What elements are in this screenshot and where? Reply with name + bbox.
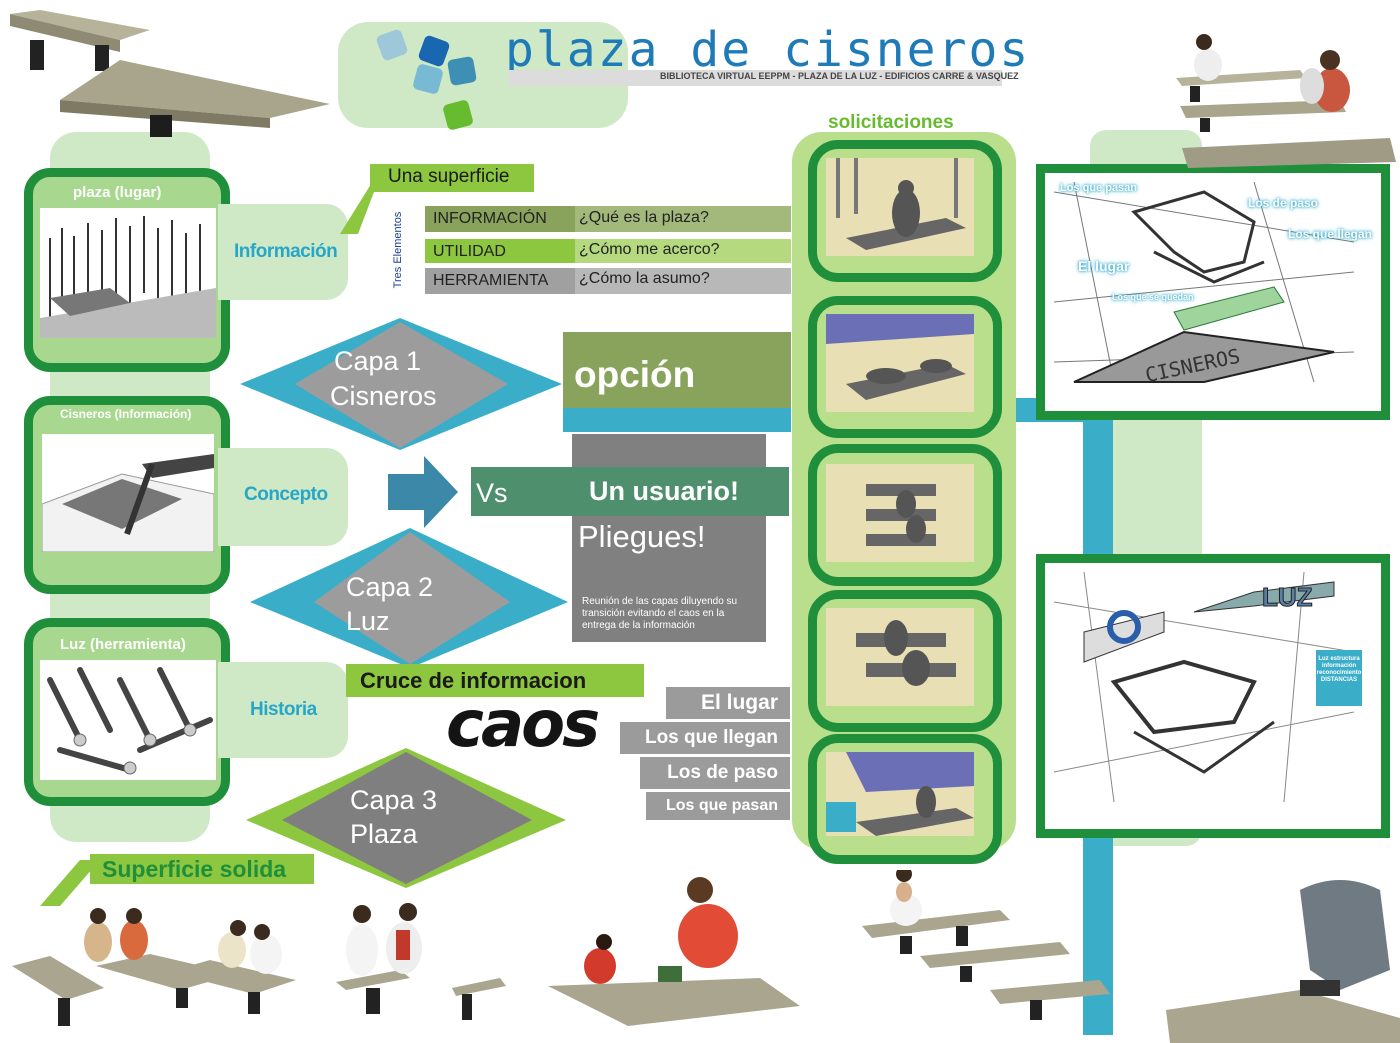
tres-row-utilidad: UTILIDAD ¿Cómo me acerco? bbox=[425, 239, 791, 263]
solicitacion-image-3 bbox=[826, 464, 974, 562]
capa1-line1: Capa 1 bbox=[334, 346, 422, 376]
opcion-label: opción bbox=[574, 354, 696, 395]
cruce-label: Cruce de informacion bbox=[360, 668, 587, 693]
arrow-right-icon bbox=[388, 456, 458, 528]
sketch-tag-los-que-pasan: Los que pasan bbox=[1060, 182, 1138, 194]
panel-plaza-image bbox=[40, 208, 216, 338]
usuario-label: Un usuario! bbox=[589, 476, 740, 506]
sketch-tag-los-que-se-quedan: Los que se quedan bbox=[1112, 292, 1194, 302]
panel-plaza-label: plaza (lugar) bbox=[73, 184, 162, 201]
reunion-text: Reunión de las capas diluyendo su transi… bbox=[582, 596, 738, 631]
tab-historia[interactable]: Historia bbox=[250, 699, 317, 720]
vs-bar bbox=[471, 467, 789, 516]
tres-row-informacion: INFORMACIÓN ¿Qué es la plaza? bbox=[425, 206, 791, 232]
sketch-tag-los-de-paso: Los de paso bbox=[1248, 196, 1319, 210]
panel-luz-image bbox=[40, 660, 216, 780]
capa3-line1: Capa 3 bbox=[350, 785, 438, 815]
vs-label: Vs bbox=[476, 478, 508, 508]
people-bench-image-top-right bbox=[1176, 34, 1396, 168]
sketch-tag-el-lugar: El lugar bbox=[1078, 258, 1130, 274]
superficie-solida-connector bbox=[40, 854, 314, 906]
cruce-block bbox=[346, 664, 644, 697]
bench-image-top-left bbox=[10, 10, 330, 137]
panel-cisneros-label: Cisneros (Información) bbox=[60, 407, 192, 421]
solicitacion-image-2 bbox=[826, 314, 974, 412]
page-title: plaza de cisneros bbox=[505, 22, 1031, 78]
tres-row-herramienta: HERRAMIENTA ¿Cómo la asumo? bbox=[425, 268, 791, 294]
tab-informacion[interactable]: Información bbox=[234, 241, 338, 262]
capa1-line2: Cisneros bbox=[330, 381, 437, 411]
una-superficie-connector bbox=[340, 164, 534, 234]
tab-concepto-block bbox=[218, 448, 348, 546]
capa2-line2: Luz bbox=[346, 606, 390, 636]
tab-historia-block bbox=[218, 662, 348, 758]
capa2-diamond bbox=[250, 528, 568, 668]
sketch-luz-drawing: LUZ bbox=[1054, 572, 1354, 802]
page-subtitle: BIBLIOTECA VIRTUAL EEPPM - PLAZA DE LA L… bbox=[660, 71, 1019, 81]
sketch-tag-los-que-llegan: Los que llegan bbox=[1288, 227, 1373, 241]
capa3-line2: Plaza bbox=[350, 819, 418, 849]
solicitaciones-label: solicitaciones bbox=[828, 112, 954, 133]
panel-luz-label: Luz (herramienta) bbox=[60, 636, 186, 653]
una-superficie-label: Una superficie bbox=[388, 166, 510, 187]
pliegues-label: Pliegues! bbox=[578, 519, 706, 554]
solicitacion-image-4 bbox=[826, 608, 974, 706]
chip-los-que-llegan: Los que llegan bbox=[620, 722, 790, 754]
chip-los-que-pasan: Los que pasan bbox=[646, 792, 790, 820]
opcion-block bbox=[563, 332, 791, 408]
capa3-diamond bbox=[246, 748, 566, 888]
caos-label: caos bbox=[446, 688, 600, 762]
sketch-cisneros-drawing: CISNEROS bbox=[1054, 182, 1354, 384]
tab-informacion-block bbox=[218, 204, 348, 300]
tab-concepto[interactable]: Concepto bbox=[244, 484, 328, 505]
subtitle-bar bbox=[508, 70, 1002, 86]
capa1-diamond bbox=[240, 318, 562, 450]
panel-cisneros-image bbox=[42, 434, 214, 552]
tres-elementos-label: Tres Elementos bbox=[392, 211, 404, 289]
capa2-line1: Capa 2 bbox=[346, 572, 434, 602]
sketch-luz-note: Luz estructura información reconocimient… bbox=[1316, 650, 1362, 706]
logo-squares bbox=[376, 29, 477, 130]
bottom-benches-image bbox=[12, 870, 1400, 1043]
chip-el-lugar: El lugar bbox=[666, 687, 790, 719]
chip-los-de-paso: Los de paso bbox=[640, 757, 790, 789]
opcion-blue-strip bbox=[563, 408, 791, 432]
solicitacion-image-1 bbox=[826, 158, 974, 256]
superficie-solida-label: Superficie solida bbox=[102, 856, 287, 882]
sketch-luz-word: LUZ bbox=[1262, 582, 1313, 612]
solicitacion-image-5 bbox=[826, 752, 974, 836]
